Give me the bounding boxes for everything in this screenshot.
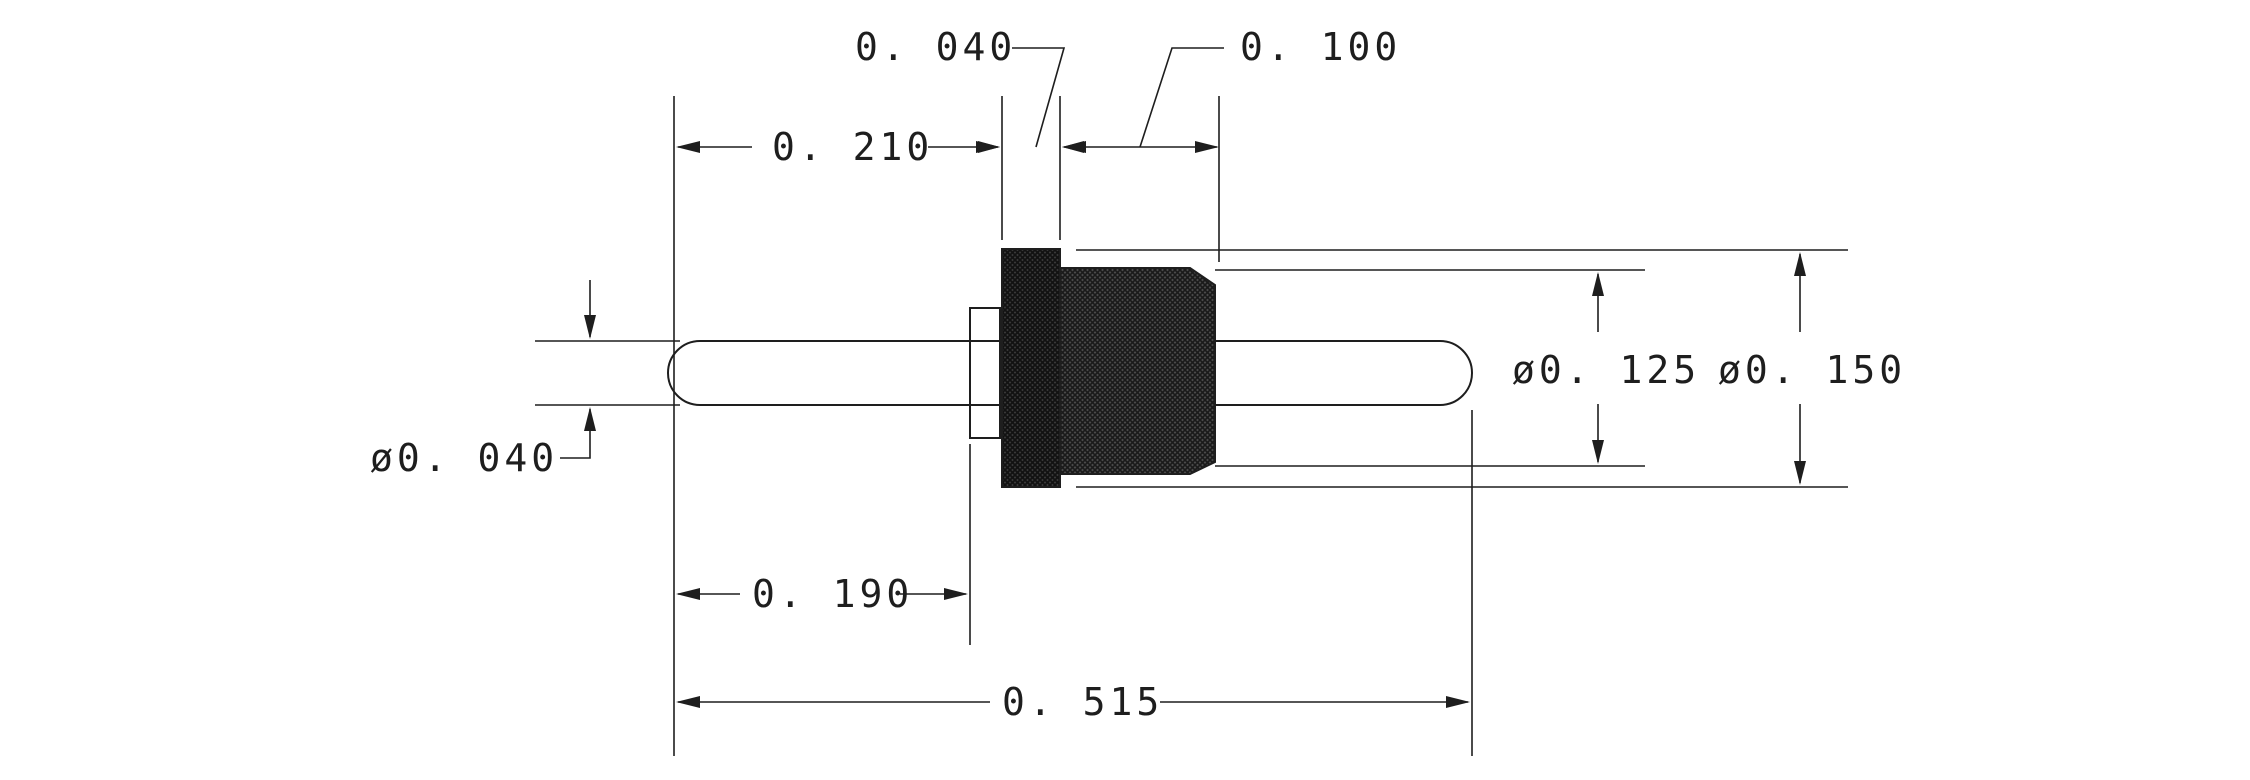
dim-label-body-diameter: ø0. 125 xyxy=(1512,348,1700,392)
dim-flange-diameter: ø0. 150 xyxy=(1718,252,1906,485)
dim-label-0515: 0. 515 xyxy=(1002,680,1163,724)
bushing-flange xyxy=(1001,248,1061,488)
dim-body-length: 0. 100 xyxy=(1062,25,1401,153)
dim-total-length: 0. 515 xyxy=(676,680,1470,724)
dim-label-0040-flange: 0. 040 xyxy=(855,25,1016,69)
dim-body-diameter: ø0. 125 xyxy=(1512,272,1700,464)
dim-label-flange-diameter: ø0. 150 xyxy=(1718,348,1906,392)
extension-lines xyxy=(535,96,1848,756)
dim-label-0190: 0. 190 xyxy=(752,572,913,616)
dim-pin-to-shoulder: 0. 190 xyxy=(676,572,968,616)
dim-label-0100: 0. 100 xyxy=(1240,25,1401,69)
part-geometry xyxy=(667,248,1473,488)
dim-label-0210: 0. 210 xyxy=(772,125,933,169)
pin xyxy=(667,340,1473,406)
bushing-body xyxy=(1059,267,1216,475)
pin-shoulder xyxy=(969,307,1001,439)
dim-pin-to-flange: 0. 210 xyxy=(676,125,1000,169)
dim-label-pin-diameter: ø0. 040 xyxy=(370,436,558,480)
dim-pin-diameter: ø0. 040 xyxy=(370,280,596,480)
